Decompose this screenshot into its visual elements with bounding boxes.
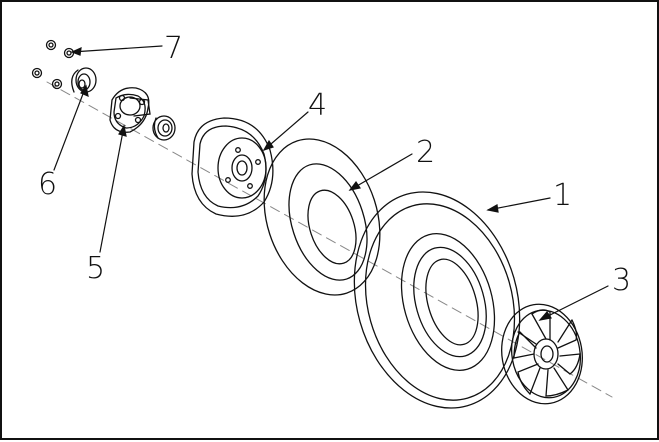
callout-2: 2 <box>416 135 435 170</box>
leader-6 <box>53 85 87 171</box>
arrow-5 <box>118 124 127 137</box>
callout-7: 7 <box>164 31 183 66</box>
arrow-1 <box>486 204 499 213</box>
leader-lines <box>53 45 609 321</box>
arrow-3 <box>538 311 553 321</box>
callout-4: 4 <box>308 88 327 123</box>
callout-5: 5 <box>86 251 105 286</box>
leader-1 <box>487 197 551 211</box>
arrow-4 <box>262 139 274 152</box>
tire <box>353 191 521 409</box>
arrow-7 <box>70 47 82 56</box>
leader-7 <box>71 45 163 53</box>
axle-centerline <box>46 81 613 398</box>
lug-nuts <box>31 39 75 90</box>
arrow-2 <box>348 180 361 191</box>
bearing <box>152 115 176 141</box>
inner-wheel-rim <box>191 117 274 217</box>
callout-3: 3 <box>612 263 631 298</box>
outer-wheel-rim <box>501 303 583 405</box>
callout-1: 1 <box>553 178 572 213</box>
hub <box>109 87 151 133</box>
leader-2 <box>349 153 413 191</box>
leader-5 <box>99 125 125 253</box>
inner-tube <box>263 138 381 296</box>
callout-6: 6 <box>38 167 57 202</box>
arrow-6 <box>80 84 89 98</box>
leader-3 <box>539 285 609 321</box>
